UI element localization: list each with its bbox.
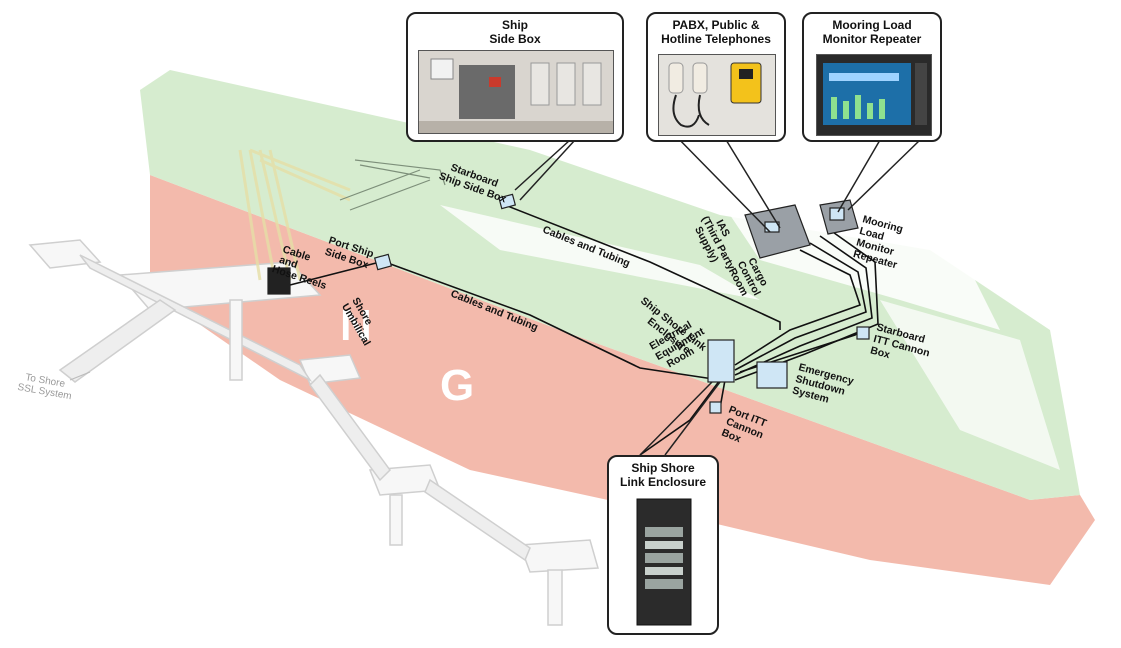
emergency-shutdown-unit xyxy=(756,361,788,389)
jetty xyxy=(28,239,599,626)
deck-structure xyxy=(880,300,1060,470)
telephones-photo xyxy=(658,54,776,136)
ship-hull xyxy=(150,175,1095,585)
callout-title: Mooring Load Monitor Repeater xyxy=(822,18,922,46)
port-itt-box xyxy=(709,401,722,414)
callout-title: Ship Side Box xyxy=(489,18,541,46)
label-mooring: Mooring Load Monitor Repeater xyxy=(852,213,908,271)
to-shore-arrow xyxy=(69,371,91,381)
callout-title: PABX, Public & Hotline Telephones xyxy=(661,18,771,46)
hose-reel xyxy=(267,267,291,295)
ship-deck xyxy=(140,70,1080,500)
mooring-monitor-photo xyxy=(816,54,932,136)
link-enclosure-box xyxy=(707,339,735,383)
label-to-shore: To Shore SSL System xyxy=(17,371,75,402)
callout-title: Ship Shore Link Enclosure xyxy=(619,461,707,489)
hull-letter-n: N xyxy=(340,301,372,350)
callout-side-box: Ship Side Box xyxy=(406,12,624,142)
port-side-box xyxy=(373,253,393,271)
callout-leaders xyxy=(514,129,921,456)
loading-arms xyxy=(238,148,351,281)
side-box-photo xyxy=(418,50,614,134)
hull-letter-g: G xyxy=(440,361,474,410)
callout-telephones: PABX, Public & Hotline Telephones xyxy=(646,12,786,142)
cable-runs xyxy=(289,204,879,456)
callout-link-enclosure: Ship Shore Link Enclosure xyxy=(607,455,719,635)
deck-pipes xyxy=(339,159,446,211)
callout-mooring: Mooring Load Monitor Repeater xyxy=(802,12,942,142)
starboard-itt-box xyxy=(856,326,870,340)
devices xyxy=(267,193,870,414)
enclosure-photo xyxy=(631,497,697,627)
starboard-side-box xyxy=(498,193,517,210)
mooring-screen xyxy=(829,207,845,221)
